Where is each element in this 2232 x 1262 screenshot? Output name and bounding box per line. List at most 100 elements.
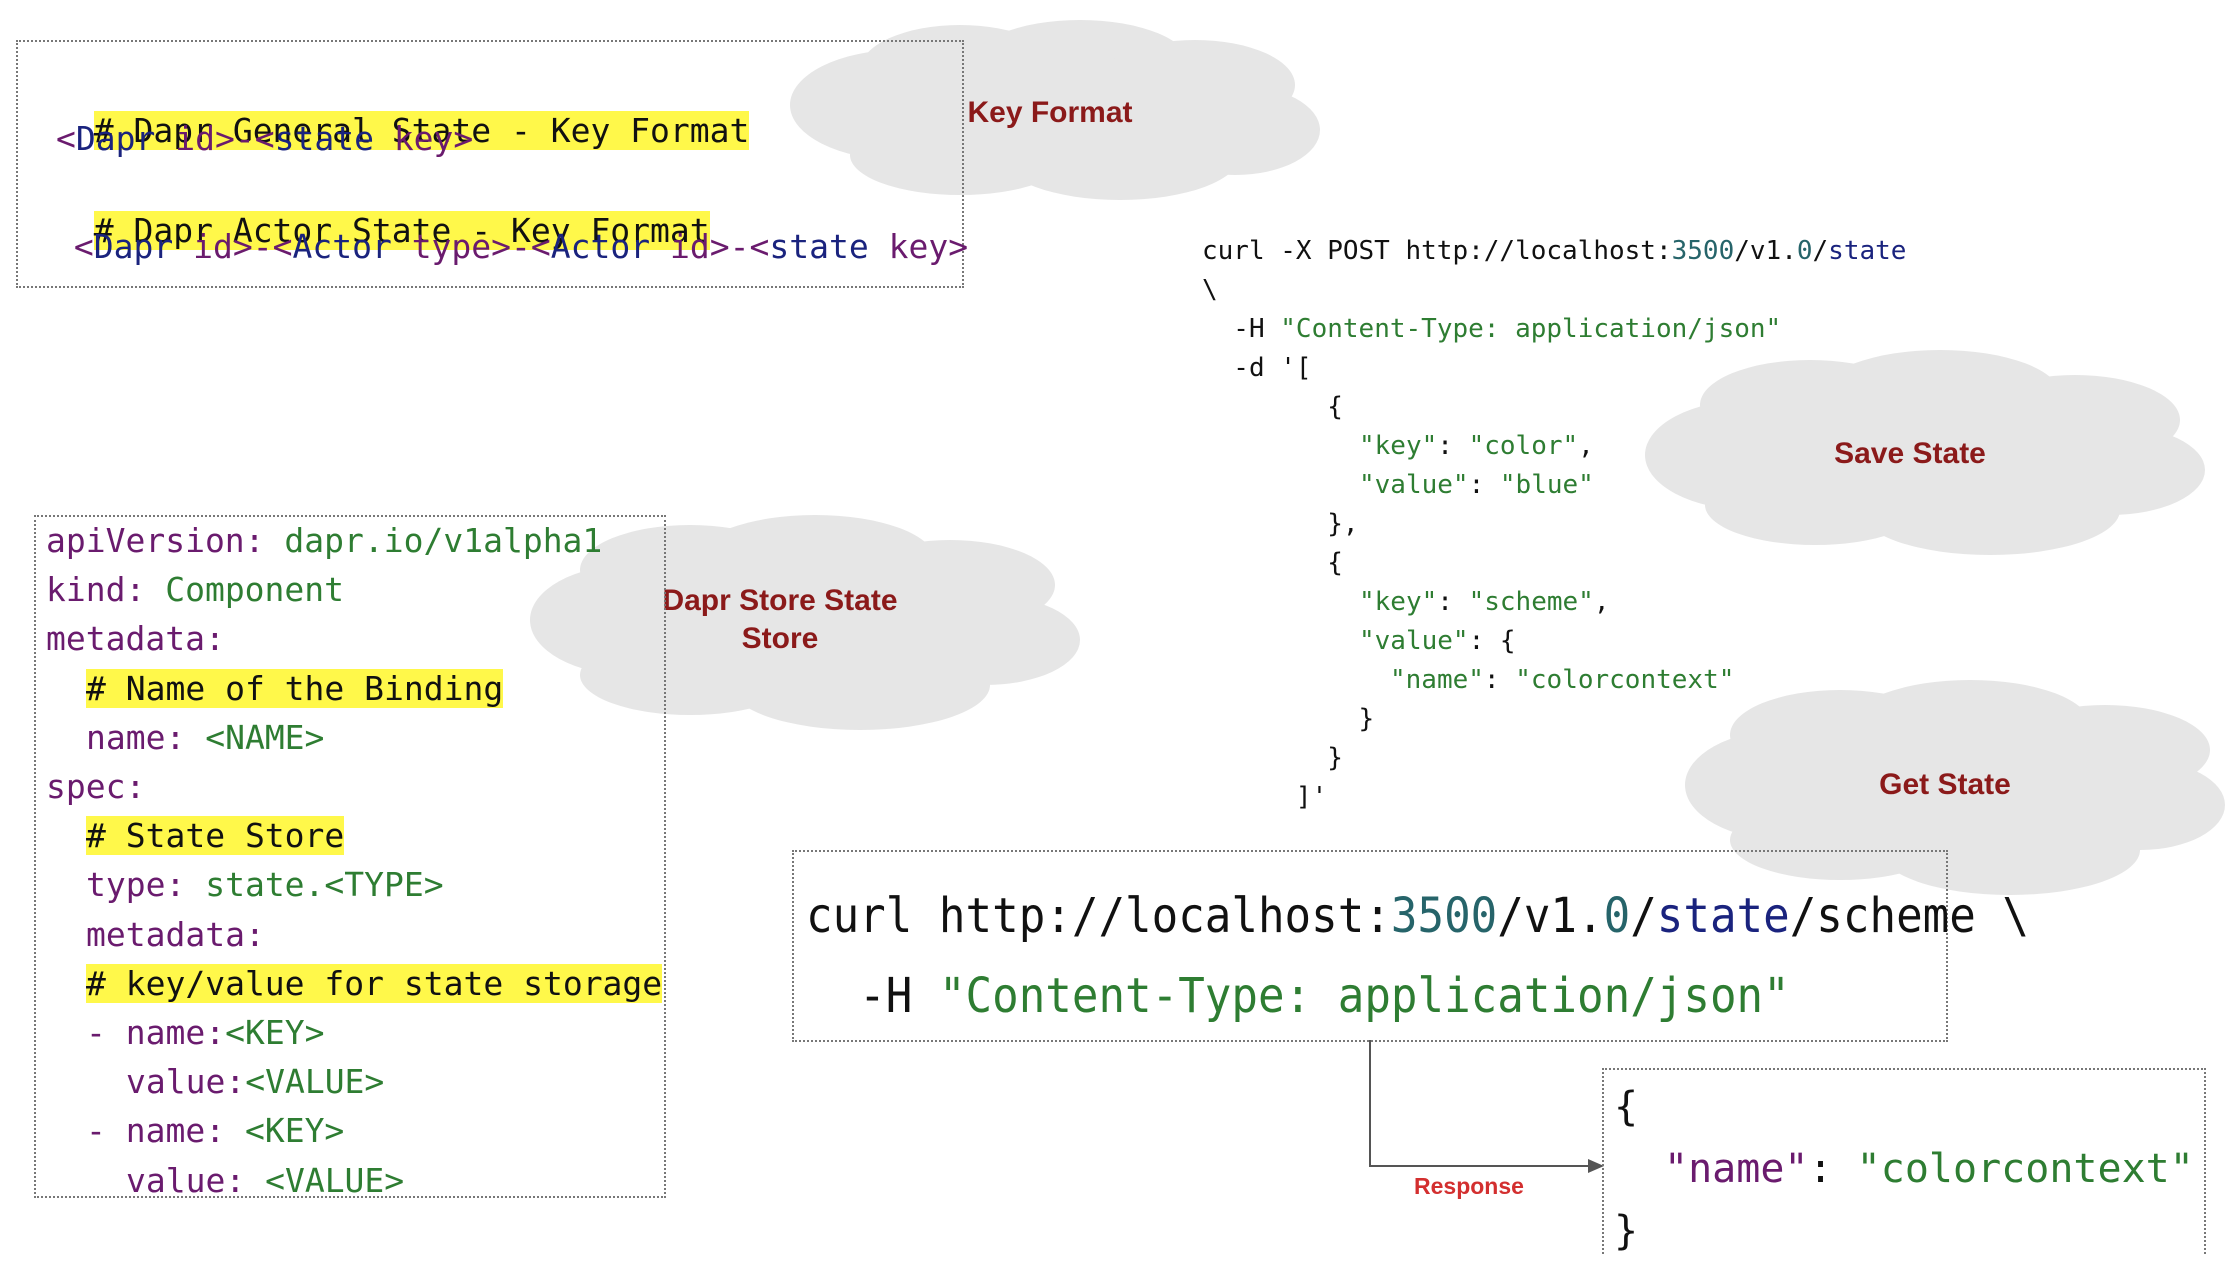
- cloud-store: [530, 515, 1080, 730]
- code-token: state: [274, 119, 374, 158]
- code-token: Dapr: [75, 119, 156, 158]
- code-token: "colorcontext": [1515, 665, 1735, 695]
- code-token: -: [86, 1013, 126, 1053]
- code-token: >: [453, 119, 474, 158]
- actor-key-format: <Dapr id>-<Actor type>-<Actor id>-<state…: [54, 226, 968, 268]
- code-token: :: [1808, 1146, 1857, 1192]
- code-token: -H: [1202, 314, 1281, 344]
- yaml-line-11: - name:<KEY>: [46, 1008, 662, 1057]
- yaml-line-2: kind: Component: [46, 565, 662, 614]
- code-token: id: [193, 227, 233, 266]
- code-token: >-<: [491, 227, 551, 266]
- code-token: metadata:: [46, 619, 225, 659]
- code-token: value:: [126, 1062, 246, 1102]
- general-key-comment: # Dapr General State - Key Format: [54, 68, 750, 152]
- cloud-label-store: Dapr Store State Store: [630, 582, 930, 658]
- cloud-key-format: [790, 20, 1320, 200]
- code-token: :: [1437, 587, 1469, 617]
- save-code-line-8: },: [1202, 509, 1359, 539]
- cloud-get-state: [1685, 680, 2225, 895]
- cloud-save-state: [1645, 350, 2205, 555]
- code-token: /v1.: [1497, 888, 1604, 944]
- response-json: { "name": "colorcontext" }: [1614, 1076, 2194, 1262]
- response-arrow: [1369, 1040, 1604, 1173]
- yaml-line-3: metadata:: [46, 614, 662, 663]
- code-token: "Content-Type: application/json": [938, 968, 1790, 1024]
- general-key-format: <Dapr id>-<state key>: [56, 118, 473, 160]
- code-token: : {: [1468, 626, 1516, 656]
- code-token: 3500: [1390, 888, 1498, 944]
- code-token: curl http://localhost:: [806, 888, 1391, 944]
- code-token: >: [948, 227, 969, 266]
- code-token: name:: [125, 1111, 226, 1151]
- code-token: [392, 227, 412, 266]
- yaml-line-12: value:<VALUE>: [46, 1057, 662, 1106]
- cloud-label-save-state: Save State: [1834, 437, 1986, 470]
- code-token: <KEY>: [225, 1111, 345, 1151]
- save-code-line-7: "value": "blue": [1202, 466, 1906, 505]
- yaml-line-7: # State Store: [46, 811, 662, 860]
- code-token: "blue": [1499, 470, 1594, 500]
- code-token: Actor: [550, 227, 651, 266]
- cloud-label-get-state: Get State: [1879, 768, 2011, 801]
- get-code-line-1: curl http://localhost:3500/v1.0/state/sc…: [806, 876, 2029, 956]
- code-token: >-<: [232, 227, 293, 266]
- save-code-line-12: "name": "colorcontext": [1202, 661, 1906, 700]
- code-token: "Content-Type: application/json": [1280, 314, 1782, 344]
- code-token: state: [1828, 236, 1907, 266]
- code-token: curl -X POST http://localhost:: [1202, 236, 1672, 266]
- response-close-brace: }: [1614, 1208, 1639, 1254]
- code-token: /: [1812, 236, 1829, 266]
- code-token: ,: [1578, 431, 1594, 461]
- code-token: metadata:: [86, 914, 265, 954]
- code-token: type: [411, 227, 492, 266]
- response-box: [1602, 1068, 2206, 1254]
- yaml-line-4: # Name of the Binding: [46, 664, 662, 713]
- yaml-line-10: # key/value for state storage: [46, 959, 663, 1008]
- save-code-line-4: -d '[: [1202, 353, 1312, 383]
- code-token: :: [1483, 665, 1516, 695]
- code-token: Component: [145, 570, 345, 610]
- code-token: id: [670, 227, 710, 266]
- code-token: [869, 227, 889, 266]
- save-code-line-6: "key": "color",: [1202, 427, 1906, 466]
- code-token: <: [56, 119, 76, 158]
- code-token: "color": [1468, 431, 1579, 461]
- code-token: <VALUE>: [245, 1160, 405, 1200]
- code-token: :: [1437, 431, 1469, 461]
- code-token: name:: [86, 717, 186, 757]
- code-token: -H: [806, 968, 939, 1024]
- code-token: kind:: [46, 570, 146, 610]
- code-token: "key": [1359, 431, 1438, 461]
- save-code-line-14: }: [1202, 743, 1343, 773]
- code-token: [650, 227, 670, 266]
- code-token: "name": [1664, 1146, 1809, 1192]
- state-store-yaml: apiVersion: dapr.io/v1alpha1 kind: Compo…: [46, 516, 663, 1205]
- code-token: [155, 119, 175, 158]
- code-token: "colorcontext": [1856, 1146, 2194, 1192]
- save-code-line-11: "value": {: [1202, 622, 1906, 661]
- code-token: name:: [125, 1013, 226, 1053]
- save-state-code: curl -X POST http://localhost:3500/v1.0/…: [1202, 232, 1906, 817]
- code-token: # Name of the Binding: [86, 668, 504, 708]
- code-token: 0: [1796, 236, 1813, 266]
- response-open-brace: {: [1614, 1084, 1639, 1130]
- code-token: :: [1468, 470, 1500, 500]
- save-code-line-15: ]': [1202, 782, 1328, 812]
- code-token: [173, 227, 193, 266]
- get-state-box: [792, 850, 1948, 1042]
- code-token: id: [175, 119, 215, 158]
- code-token: "value": [1359, 470, 1469, 500]
- code-token: /: [1630, 888, 1657, 944]
- code-token: "name": [1390, 665, 1484, 695]
- save-code-line-3: -H "Content-Type: application/json": [1202, 310, 1906, 349]
- code-token: >-<: [709, 227, 770, 266]
- code-token: type:: [86, 865, 186, 905]
- code-token: "scheme": [1468, 587, 1594, 617]
- code-token: <: [54, 227, 94, 266]
- code-token: <NAME>: [185, 717, 325, 757]
- code-token: apiVersion:: [46, 521, 265, 560]
- state-store-yaml-box: [34, 515, 666, 1198]
- code-token: spec:: [46, 767, 146, 807]
